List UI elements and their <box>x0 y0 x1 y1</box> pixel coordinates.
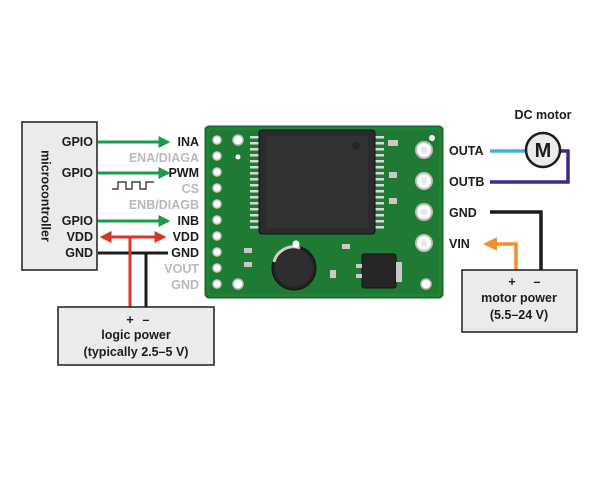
motor-wiring: M DC motor <box>490 108 572 184</box>
microcontroller-box: microcontroller GPIO GPIO GPIO VDD GND <box>21 121 98 271</box>
board-left-labels: INA ENA/DIAGA PWM CS ENB/DIAGB INB VDD G… <box>129 135 200 292</box>
wire-outb <box>490 149 570 184</box>
logic-power-box: + – logic power (typically 2.5–5 V) <box>57 306 215 366</box>
logic-power-plus: + <box>126 313 133 327</box>
motor-power-range: (5.5–24 V) <box>490 308 548 322</box>
pin-label-ena-diaga: ENA/DIAGA <box>129 151 199 165</box>
regulator-chip <box>361 253 397 289</box>
driver-ic <box>250 129 384 235</box>
pin-label-vin: VIN <box>449 237 470 251</box>
pin-label-outb: OUTB <box>449 175 484 189</box>
dc-motor-icon <box>524 131 562 169</box>
logic-power-title: logic power <box>101 328 171 342</box>
pin-label-pwm: PWM <box>168 166 199 180</box>
mcu-pin-vdd: VDD <box>67 230 93 244</box>
motor-power-minus: – <box>534 275 541 289</box>
motor-power-wires <box>483 210 543 270</box>
motor-symbol: M <box>535 140 552 162</box>
logic-power-range: (typically 2.5–5 V) <box>84 345 189 359</box>
motor-power-box: + – motor power (5.5–24 V) <box>461 269 578 333</box>
left-header-holes <box>212 135 222 289</box>
pin-label-gnd-right: GND <box>449 206 477 220</box>
pin-label-enb-diagb: ENB/DIAGB <box>129 198 199 212</box>
mcu-pin-gpio-3: GPIO <box>62 214 94 228</box>
wire-motor-gnd <box>490 210 543 270</box>
wire-motor-vin <box>483 237 518 270</box>
driver-board <box>204 125 444 299</box>
logic-power-minus: – <box>143 313 150 327</box>
microcontroller-title: microcontroller <box>39 150 53 242</box>
pwm-waveform-icon <box>112 181 154 190</box>
electrolytic-capacitor <box>271 245 317 291</box>
board-right-labels: OUTA OUTB GND VIN <box>449 144 484 251</box>
pin-label-vdd: VDD <box>173 230 199 244</box>
pin-label-ina: INA <box>177 135 199 149</box>
motor-power-plus: + <box>508 275 515 289</box>
pin-label-vout: VOUT <box>164 262 199 276</box>
mcu-pin-gpio-2: GPIO <box>62 166 94 180</box>
pin-label-gnd: GND <box>171 246 199 260</box>
pin-label-gnd-2: GND <box>171 278 199 292</box>
pin-label-outa: OUTA <box>449 144 484 158</box>
pin-label-cs: CS <box>182 182 199 196</box>
pin-label-inb: INB <box>177 214 199 228</box>
left-wires <box>98 136 171 307</box>
motor-power-title: motor power <box>481 291 557 305</box>
motor-title: DC motor <box>515 108 572 122</box>
mcu-pin-gnd: GND <box>65 246 93 260</box>
right-terminals <box>415 141 433 252</box>
mcu-pin-gpio-1: GPIO <box>62 135 94 149</box>
